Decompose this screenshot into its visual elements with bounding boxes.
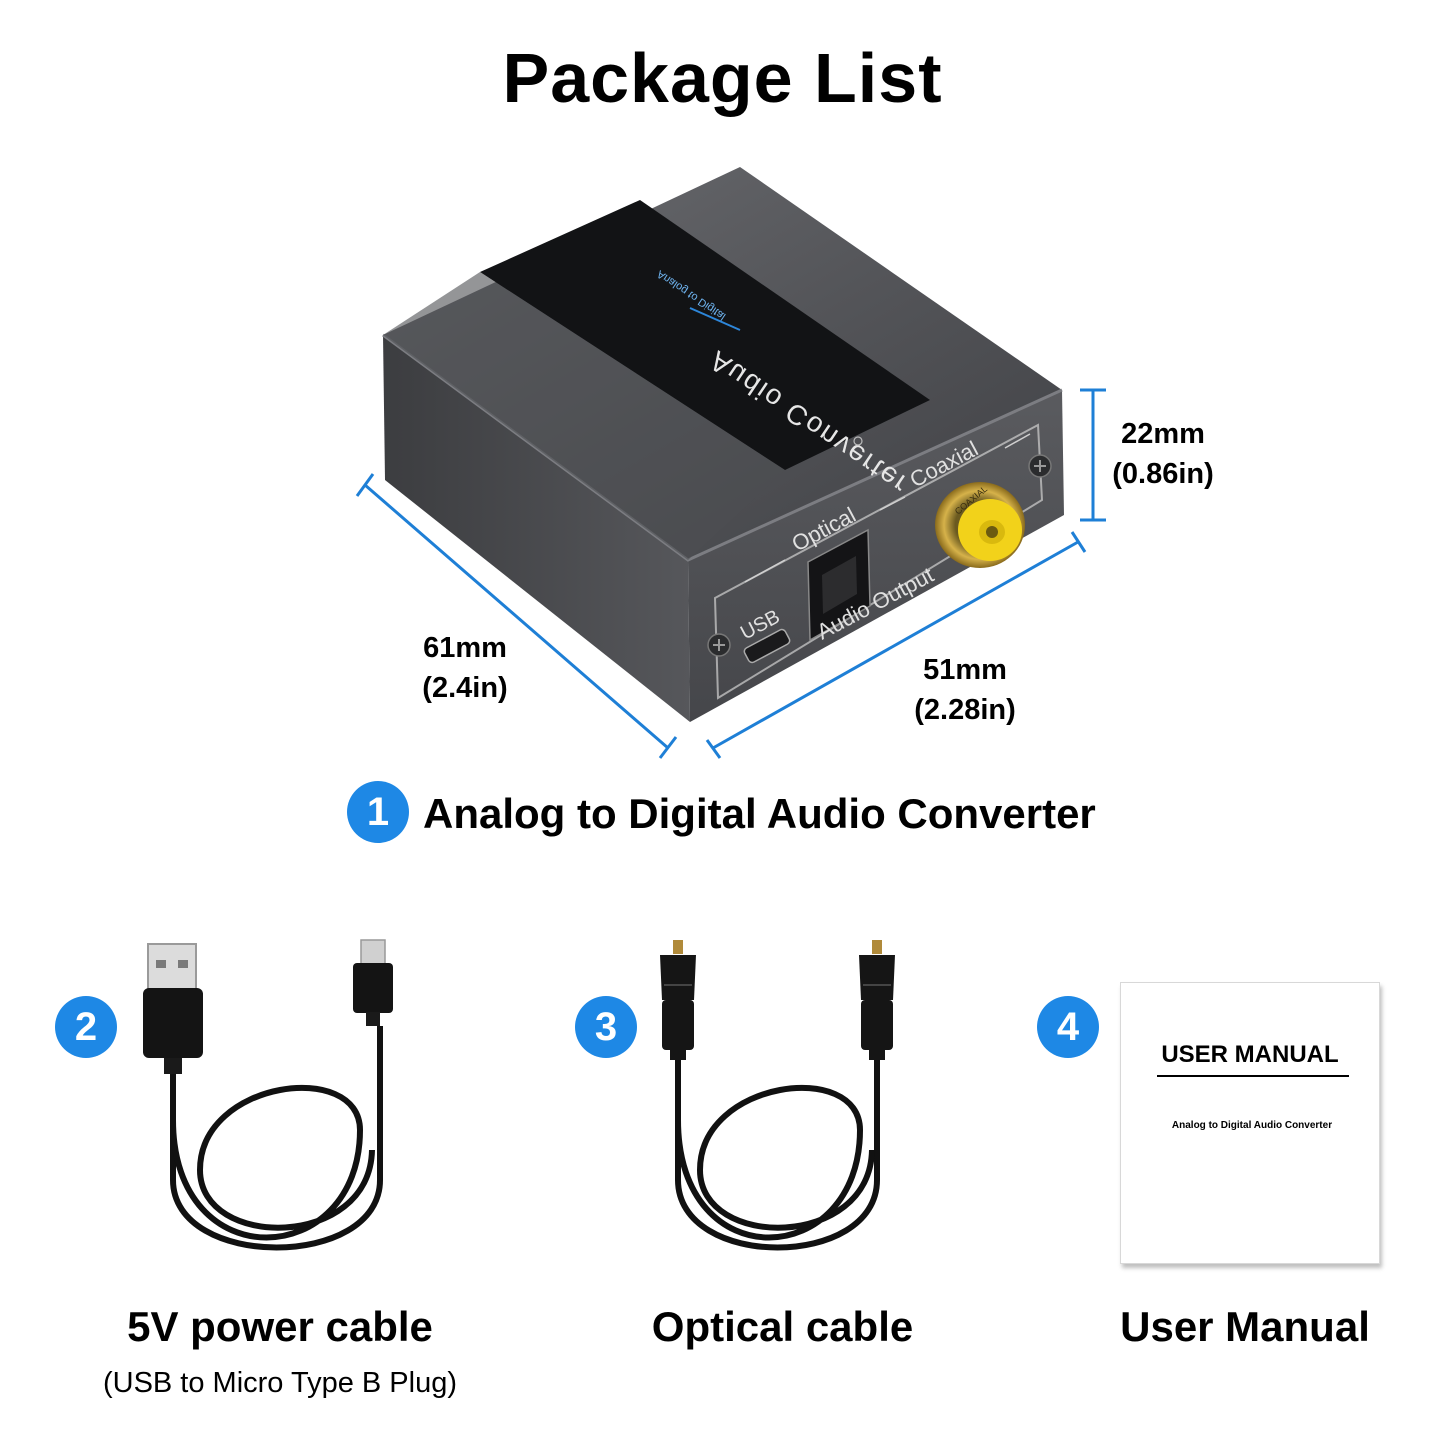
user-manual-booklet: USER MANUAL Analog to Digital Audio Conv… (1120, 982, 1380, 1264)
usb-power-cable-illustration (143, 939, 393, 1251)
item-number-badge: 4 (1037, 996, 1099, 1058)
width-dimension: 51mm (2.28in) (895, 650, 1035, 730)
item-sublabel-power-cable: (USB to Micro Type B Plug) (102, 1367, 458, 1399)
item-label-power-cable: 5V power cable (127, 1303, 433, 1350)
manual-cover-title: USER MANUAL (1161, 1041, 1339, 1068)
item-label-optical-cable: Optical cable (651, 1303, 914, 1350)
depth-in: (2.4in) (422, 672, 508, 704)
power-led-icon (853, 436, 863, 446)
device-side-face (383, 335, 690, 722)
item-label-converter: Analog to Digital Audio Converter (423, 790, 1096, 837)
micro-usb-port (743, 628, 791, 664)
optical-cable-illustration (660, 940, 895, 1251)
width-mm: 51mm (923, 654, 1007, 686)
item-number-badge: 2 (55, 996, 117, 1058)
screw-icon (1028, 454, 1052, 478)
item-number-badge: 1 (347, 781, 409, 843)
manual-title-underline (1157, 1075, 1349, 1077)
item-number-badge: 3 (575, 996, 637, 1058)
height-mm: 22mm (1121, 418, 1205, 450)
height-dimension: 22mm (0.86in) (1098, 414, 1228, 494)
coaxial-rca-jack (935, 482, 1025, 568)
depth-mm: 61mm (423, 632, 507, 664)
page-title: Package List (502, 39, 943, 117)
screw-icon (707, 633, 731, 657)
converter-device-illustration: Audio Converter Analog to Digital USB Op… (355, 167, 1106, 759)
depth-dimension: 61mm (2.4in) (400, 628, 530, 708)
device-label-panel (480, 200, 930, 470)
manual-cover-subtitle: Analog to Digital Audio Converter (1171, 1120, 1333, 1131)
dimension-lines (355, 388, 1106, 759)
width-in: (2.28in) (914, 694, 1016, 726)
height-in: (0.86in) (1112, 458, 1214, 490)
item-label-user-manual: User Manual (1120, 1303, 1370, 1350)
